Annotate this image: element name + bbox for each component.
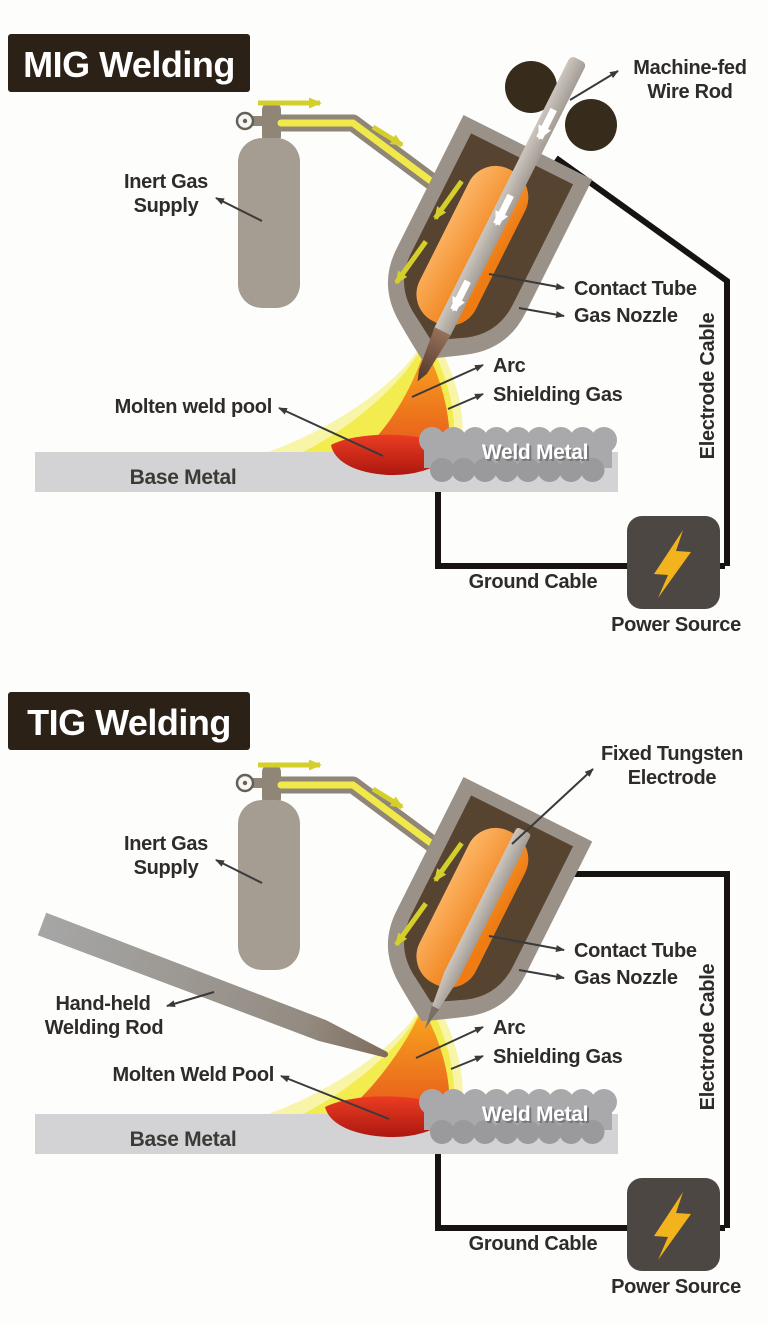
label-molten-pool: Molten weld pool: [115, 396, 272, 418]
mig-leader-lines: [215, 70, 619, 457]
gas-flow-arrow: [394, 240, 428, 285]
label-base-metal: Base Metal: [130, 466, 237, 489]
cylinder-neck: [262, 764, 281, 806]
leader-arc: [411, 364, 484, 398]
gas-flow-arrow: [371, 786, 404, 810]
mig-diagram: Weld Metal Weld Metal: [0, 0, 768, 662]
leader-inert-gas: [215, 859, 263, 884]
leader-contact-tube: [488, 935, 565, 952]
gas-flow-arrow: [433, 841, 464, 882]
tig-leader-lines: [166, 768, 594, 1120]
label-inert-gas-1: Inert Gas: [124, 833, 208, 855]
gas-supply: [235, 759, 456, 970]
tig-title: TIG Welding: [27, 702, 231, 743]
valve-gauge-dot: [242, 780, 248, 786]
leader-handheld-rod: [166, 991, 215, 1008]
leader-inert-gas: [215, 197, 263, 222]
wire-feed-rollers: [505, 61, 617, 151]
wire-feed-arrow: [536, 107, 557, 140]
label-machine-fed-1: Machine-fed: [633, 57, 746, 79]
label-molten-pool: Molten Weld Pool: [113, 1064, 275, 1086]
weld-metal-label-shadow: Weld Metal: [484, 443, 590, 466]
gas-hose-core: [277, 119, 451, 197]
gas-flow-arrow: [371, 124, 404, 148]
valve-gauge-dot: [242, 118, 248, 124]
arc-flame: [345, 1013, 450, 1112]
weld-metal-label: Weld Metal: [482, 441, 588, 464]
label-handheld-2: Welding Rod: [45, 1017, 164, 1039]
leader-molten-pool: [280, 1075, 390, 1120]
wire-tip: [417, 327, 451, 382]
leader-gas-nozzle: [518, 307, 565, 319]
leader-contact-tube: [488, 273, 565, 290]
label-tungsten-2: Electrode: [628, 767, 717, 789]
weld-metal-label-shadow: Weld Metal: [484, 1105, 590, 1128]
tig-diagram: Weld Metal Weld Metal: [0, 662, 768, 1324]
label-gas-nozzle: Gas Nozzle: [574, 967, 678, 989]
label-gas-nozzle: Gas Nozzle: [574, 305, 678, 327]
label-inert-gas-2: Supply: [134, 195, 200, 217]
cylinder-neck: [262, 102, 281, 144]
label-tungsten-1: Fixed Tungsten: [601, 743, 743, 765]
roller: [505, 61, 557, 113]
weld-bead: [419, 1089, 617, 1130]
label-power-source: Power Source: [611, 614, 741, 636]
leader-arc: [415, 1026, 484, 1059]
label-ground-cable: Ground Cable: [469, 571, 598, 593]
leader-molten-pool: [278, 407, 384, 457]
weld-bead-bottom: [430, 1120, 605, 1144]
label-shielding-gas: Shielding Gas: [493, 1046, 623, 1068]
gas-cylinder: [238, 138, 300, 308]
handheld-welding-rod: [37, 912, 389, 1058]
label-contact-tube: Contact Tube: [574, 278, 697, 300]
arc-flame: [363, 351, 450, 450]
leader-tungsten: [511, 768, 594, 845]
wire-feed-arrow: [450, 279, 471, 312]
label-inert-gas-2: Supply: [134, 857, 200, 879]
gas-flow-arrow: [433, 179, 464, 220]
leader-shielding-gas: [450, 1055, 484, 1070]
label-base-metal: Base Metal: [130, 1128, 237, 1151]
roller: [565, 99, 617, 151]
wire-rod: [417, 57, 586, 382]
label-ground-cable: Ground Cable: [469, 1233, 598, 1255]
mig-title-box: [8, 34, 250, 92]
wire-feed-arrow: [493, 193, 514, 226]
gas-hose-core: [277, 781, 451, 859]
label-shielding-gas: Shielding Gas: [493, 384, 623, 406]
mig-title: MIG Welding: [23, 44, 235, 85]
label-arc: Arc: [493, 1017, 526, 1039]
gas-supply: [235, 97, 456, 308]
label-electrode-cable: Electrode Cable: [697, 312, 719, 459]
label-contact-tube: Contact Tube: [574, 940, 697, 962]
label-machine-fed-2: Wire Rod: [647, 81, 732, 103]
electrode-cable-line: [540, 871, 730, 1228]
label-inert-gas-1: Inert Gas: [124, 171, 208, 193]
gas-cylinder: [238, 800, 300, 970]
leader-gas-nozzle: [518, 969, 565, 981]
gas-flow-arrow: [394, 902, 428, 947]
label-power-source: Power Source: [611, 1276, 741, 1298]
lightning-bolt-icon: [654, 530, 691, 598]
label-arc: Arc: [493, 355, 526, 377]
tungsten-electrode: [424, 827, 531, 1030]
electrode-cable-line: [554, 155, 730, 566]
electrode-tip-point: [424, 1005, 440, 1030]
leader-wire-rod: [569, 70, 619, 101]
leader-shielding-gas: [447, 393, 484, 410]
weld-metal-label: Weld Metal: [482, 1103, 588, 1126]
label-electrode-cable: Electrode Cable: [697, 963, 719, 1110]
weld-bead-bottom: [430, 458, 605, 482]
lightning-bolt-icon: [654, 1192, 691, 1260]
label-handheld-1: Hand-held: [55, 993, 150, 1015]
tig-title-box: [8, 692, 250, 750]
